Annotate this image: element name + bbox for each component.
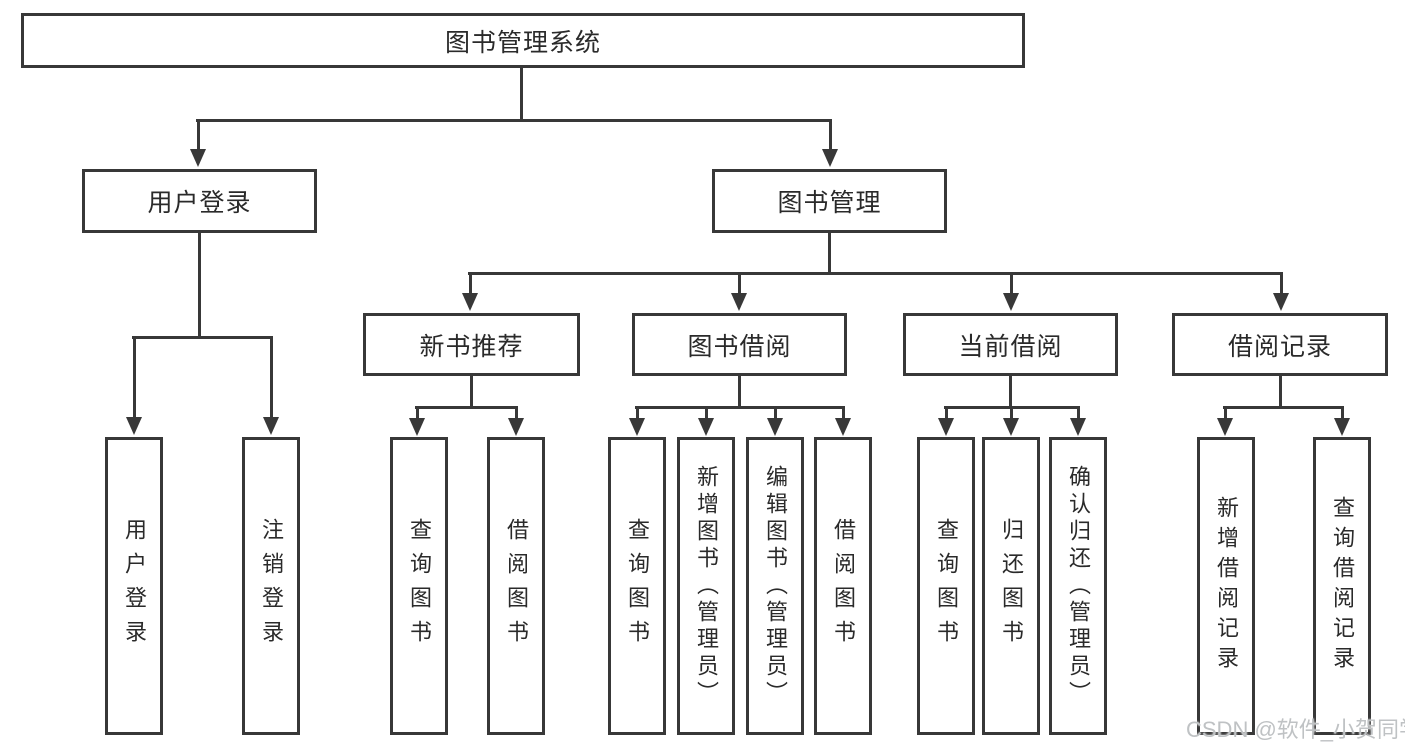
arrow-to-leaf-query-books-1: [409, 406, 425, 436]
node-library-management-system-label: 图书管理系统: [444, 28, 601, 57]
leaf-query-books-1: 查询图书: [390, 437, 448, 735]
node-book-borrowing-label: 图书借阅: [687, 332, 792, 361]
node-current-borrowing: 当前借阅: [903, 313, 1118, 376]
connector-borrow-records-bar: [1223, 406, 1344, 409]
arrow-to-book-borrowing: [731, 272, 747, 311]
node-user-login-label: 用户登录: [147, 189, 252, 217]
leaf-confirm-return-admin-label: 确认归还（管理员）: [1066, 464, 1091, 708]
connector-book-management-stub: [828, 233, 831, 275]
arrow-to-leaf-query-books-2: [629, 406, 645, 436]
connector-new-book-stub: [470, 376, 473, 409]
node-new-book-recommend-label: 新书推荐: [419, 332, 524, 361]
leaf-add-borrow-record-label: 新增借阅记录: [1214, 496, 1239, 676]
leaf-borrow-books-2-label: 借阅图书: [831, 518, 856, 654]
node-book-management-label: 图书管理: [777, 189, 882, 217]
connector-current-borrowing-stub: [1009, 376, 1012, 409]
leaf-query-books-2-label: 查询图书: [625, 518, 650, 654]
leaf-user-login: 用户登录: [105, 437, 163, 735]
arrow-to-book-management: [822, 119, 838, 167]
leaf-return-books-label: 归还图书: [999, 518, 1024, 654]
leaf-add-borrow-record: 新增借阅记录: [1197, 437, 1255, 735]
csdn-watermark: CSDN @软件_小贺同学: [1186, 717, 1405, 742]
arrow-to-leaf-query-books-3: [938, 406, 954, 436]
connector-user-login-bar: [132, 336, 273, 339]
arrow-to-leaf-confirm-return-admin: [1070, 406, 1086, 436]
arrow-to-leaf-add-book-admin: [698, 406, 714, 436]
arrow-to-leaf-user-login: [126, 336, 142, 435]
leaf-user-login-label: 用户登录: [122, 518, 147, 654]
leaf-add-book-admin: 新增图书（管理员）: [677, 437, 735, 735]
connector-new-book-bar: [415, 406, 518, 409]
leaf-borrow-books-1-label: 借阅图书: [504, 518, 529, 654]
arrow-to-current-borrowing: [1003, 272, 1019, 311]
leaf-logout-label: 注销登录: [259, 518, 284, 654]
arrow-to-leaf-return-books: [1003, 406, 1019, 436]
arrow-to-leaf-logout: [263, 336, 279, 435]
leaf-borrow-books-2: 借阅图书: [814, 437, 872, 735]
arrow-to-user-login: [190, 119, 206, 167]
node-book-management: 图书管理: [712, 169, 947, 233]
leaf-query-books-1-label: 查询图书: [407, 518, 432, 654]
arrow-to-leaf-edit-book-admin: [767, 406, 783, 436]
leaf-return-books: 归还图书: [982, 437, 1040, 735]
arrow-to-leaf-add-borrow-record: [1217, 406, 1233, 436]
node-borrow-records-label: 借阅记录: [1227, 332, 1332, 361]
leaf-edit-book-admin-label: 编辑图书（管理员）: [763, 464, 788, 708]
connector-level2-bar: [196, 119, 832, 122]
leaf-borrow-books-1: 借阅图书: [487, 437, 545, 735]
connector-root-stub: [520, 68, 523, 122]
connector-level3-bar: [468, 272, 1282, 275]
leaf-confirm-return-admin: 确认归还（管理员）: [1049, 437, 1107, 735]
node-user-login: 用户登录: [82, 169, 317, 233]
arrow-to-borrow-records: [1273, 272, 1289, 311]
arrow-to-leaf-borrow-books-1: [508, 406, 524, 436]
connector-borrow-records-stub: [1279, 376, 1282, 409]
node-borrow-records: 借阅记录: [1172, 313, 1388, 376]
node-library-management-system: 图书管理系统: [21, 13, 1025, 68]
leaf-add-book-admin-label: 新增图书（管理员）: [694, 464, 719, 708]
leaf-query-books-3-label: 查询图书: [934, 518, 959, 654]
arrow-to-new-book-recommend: [462, 272, 478, 311]
connector-book-borrowing-stub: [738, 376, 741, 409]
node-current-borrowing-label: 当前借阅: [958, 332, 1063, 361]
leaf-query-books-2: 查询图书: [608, 437, 666, 735]
connector-user-login-stub: [198, 233, 201, 339]
node-book-borrowing: 图书借阅: [632, 313, 847, 376]
arrow-to-leaf-borrow-books-2: [835, 406, 851, 436]
connector-book-borrowing-bar: [635, 406, 845, 409]
leaf-query-borrow-record: 查询借阅记录: [1313, 437, 1371, 735]
leaf-query-borrow-record-label: 查询借阅记录: [1330, 496, 1355, 676]
leaf-logout: 注销登录: [242, 437, 300, 735]
arrow-to-leaf-query-borrow-record: [1334, 406, 1350, 436]
leaf-query-books-3: 查询图书: [917, 437, 975, 735]
leaf-edit-book-admin: 编辑图书（管理员）: [746, 437, 804, 735]
node-new-book-recommend: 新书推荐: [363, 313, 580, 376]
